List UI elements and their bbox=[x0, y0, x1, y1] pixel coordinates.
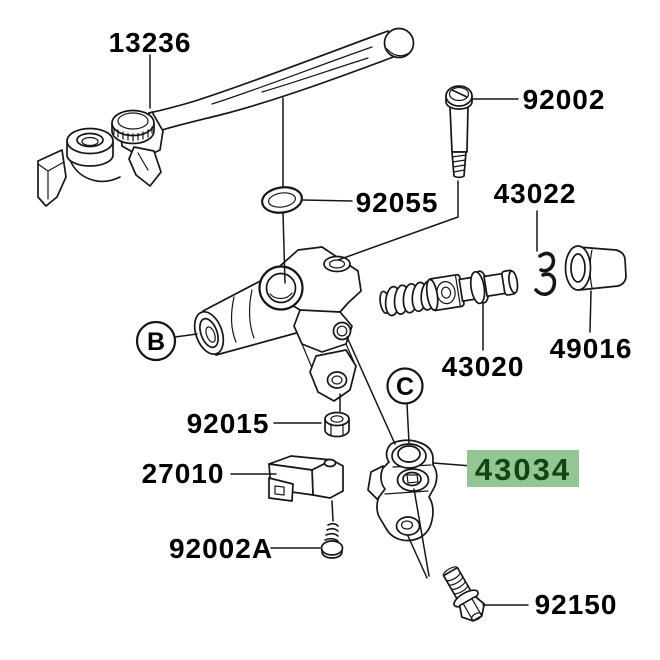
drawing-handlebar-clamp bbox=[367, 439, 438, 542]
drawing-switch bbox=[268, 455, 344, 502]
part-label-43022[interactable]: 43022 bbox=[494, 178, 577, 209]
drawing-boot-cap bbox=[564, 245, 627, 291]
part-label-92150[interactable]: 92150 bbox=[535, 589, 618, 620]
part-label-92015[interactable]: 92015 bbox=[187, 408, 270, 439]
drawing-master-cylinder-body bbox=[193, 246, 362, 402]
reference-letter-b: B bbox=[147, 328, 165, 356]
drawing-circlip bbox=[534, 251, 557, 296]
drawing-lever-pivot-bolt bbox=[445, 85, 473, 179]
part-label-13236[interactable]: 13236 bbox=[109, 27, 192, 58]
part-label-92002A[interactable]: 92002A bbox=[169, 533, 273, 564]
reference-bubble-C: C bbox=[386, 367, 424, 405]
drawing-nut bbox=[324, 411, 350, 438]
part-label-27010[interactable]: 27010 bbox=[142, 458, 225, 489]
part-label-43034-highlighted[interactable]: 43034 bbox=[475, 452, 571, 487]
drawing-flange-bolt bbox=[442, 566, 486, 622]
drawing-o-ring bbox=[261, 186, 303, 214]
drawing-brake-lever bbox=[37, 27, 415, 207]
part-label-49016[interactable]: 49016 bbox=[550, 333, 633, 364]
part-label-92055[interactable]: 92055 bbox=[356, 187, 439, 218]
part-label-43020[interactable]: 43020 bbox=[442, 351, 525, 382]
drawing-piston-spring-assembly bbox=[379, 269, 519, 317]
drawing-screw-with-washer bbox=[320, 522, 344, 559]
highlight-box-43034[interactable] bbox=[467, 450, 579, 487]
part-label-92002[interactable]: 92002 bbox=[523, 84, 606, 115]
reference-letter-c: C bbox=[396, 373, 414, 401]
leader-lines bbox=[149, 54, 592, 606]
reference-bubble-B: B bbox=[135, 320, 177, 362]
